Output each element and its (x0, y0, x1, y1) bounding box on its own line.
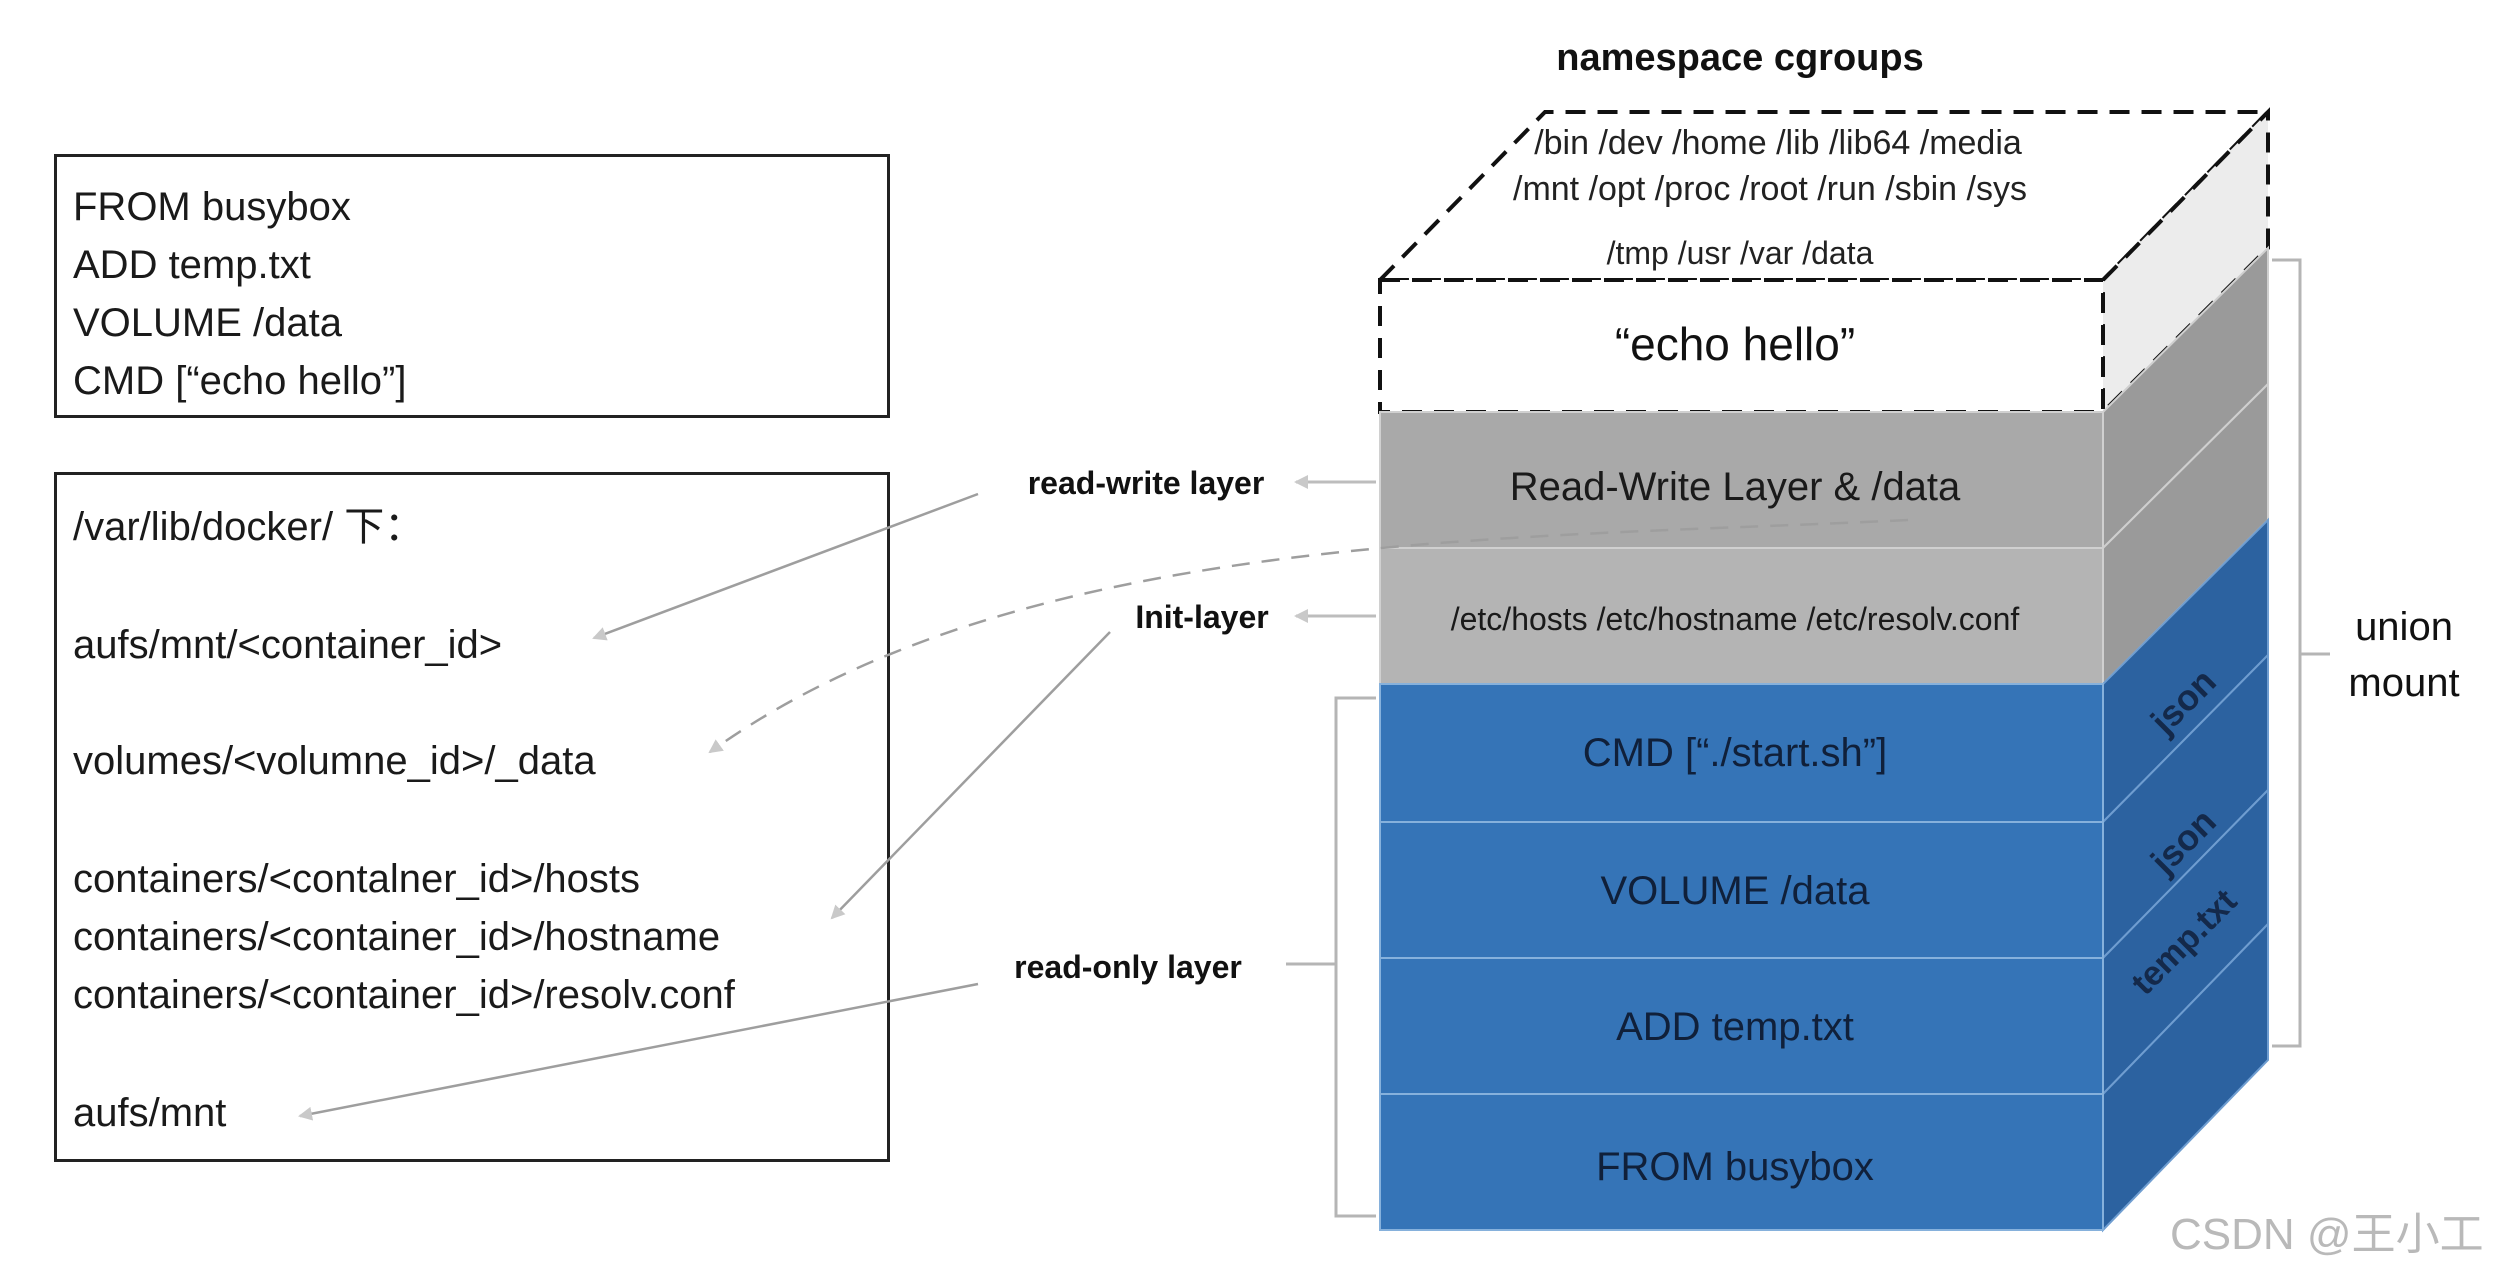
dockerfile-line: CMD [“echo hello”] (73, 359, 407, 403)
path-line: volumes/<volumne_id>/_data (73, 739, 596, 783)
read-only-label: read-only layer (1014, 949, 1242, 985)
read-write-label: read-write layer (1028, 465, 1265, 501)
rootfs-line: /mnt /opt /proc /root /run /sbin /sys (1513, 170, 2027, 208)
container-top-face (1378, 278, 2105, 414)
docker-paths-box: /var/lib/docker/ 下： aufs/mnt/<container_… (54, 472, 890, 1162)
union-mount-label: mount (2348, 661, 2459, 705)
dockerfile-box: FROM busybox ADD temp.txt VOLUME /data C… (54, 154, 890, 418)
union-mount-label: union (2355, 605, 2453, 649)
rw-layer-label: Read-Write Layer & /data (1510, 465, 1961, 509)
ro-layer-front (1379, 821, 2104, 959)
init-layer-label: /etc/hosts /etc/hostname /etc/resolv.con… (1451, 601, 2020, 637)
init-layer-callout: Init-layer (1135, 599, 1268, 635)
rootfs-top-face (1375, 110, 2273, 282)
arrow-data-to-volume (708, 518, 1909, 754)
arrow-init-to-hostname (830, 631, 1111, 920)
ro-layer-label: FROM busybox (1596, 1145, 1874, 1189)
path-line: aufs/mnt (73, 1091, 227, 1135)
dockerfile-line: VOLUME /data (73, 301, 343, 345)
top-cmd-label: “echo hello” (1615, 318, 1855, 370)
dockerfile-line: ADD temp.txt (73, 243, 311, 287)
init-layer-front (1379, 547, 2104, 685)
watermark: CSDN @王小工 (2170, 1210, 2484, 1259)
path-line: containers/<container_id>/resolv.conf (73, 973, 735, 1017)
ro-layer-front (1379, 1093, 2104, 1231)
ro-layer-label: ADD temp.txt (1616, 1005, 1854, 1049)
arrow-ro-to-aufs-mnt (298, 982, 979, 1121)
path-line: /var/lib/docker/ 下： (73, 505, 425, 549)
read-only-bracket (1334, 696, 1376, 1218)
rw-layer-front (1379, 411, 2104, 549)
rootfs-line: /bin /dev /home /lib /lib64 /media (1534, 124, 2022, 162)
rootfs-line: /tmp /usr /var /data (1607, 235, 1874, 271)
union-mount-bracket (2272, 258, 2302, 1048)
ro-layer-label: VOLUME /data (1600, 869, 1870, 913)
path-line: containers/<contalner_id>/hosts (73, 857, 641, 901)
ro-layer-front (1379, 683, 2104, 823)
path-line: containers/<container_id>/hostname (73, 915, 721, 959)
path-line: aufs/mnt/<container_id> (73, 623, 503, 667)
ro-layer-front (1379, 957, 2104, 1095)
ro-layer-label: CMD [“./start.sh”] (1583, 731, 1887, 775)
dockerfile-line: FROM busybox (73, 185, 351, 229)
arrow-rw-to-mnt (592, 492, 979, 641)
stack-title: namespace cgroups (1556, 37, 1923, 79)
